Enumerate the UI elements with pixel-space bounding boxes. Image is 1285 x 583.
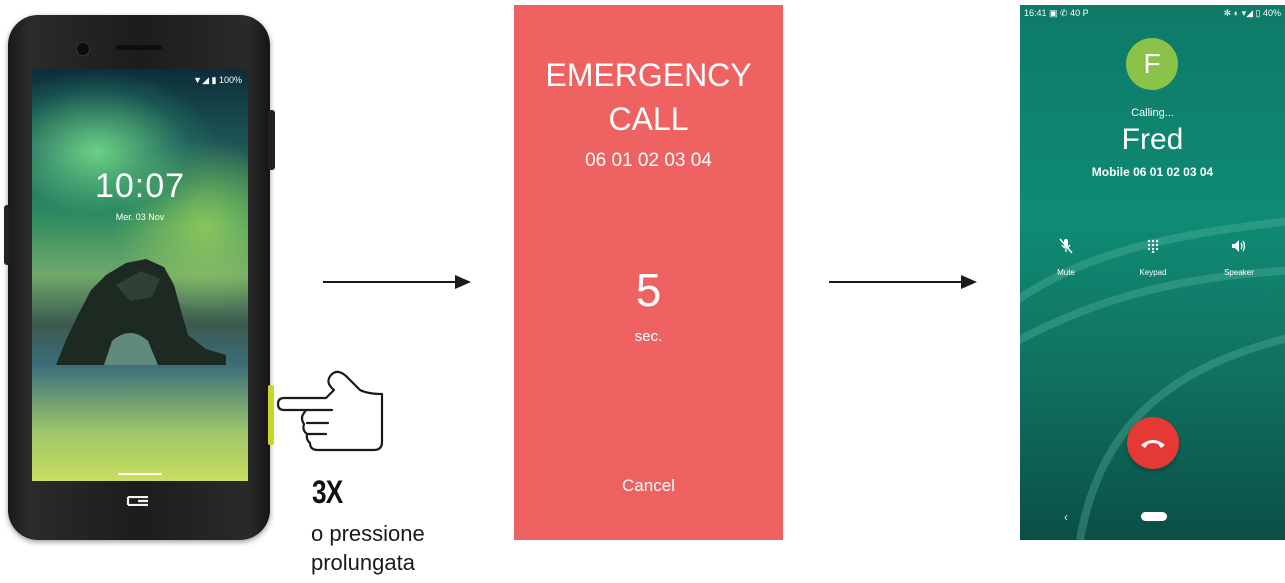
emergency-title-line: CALL (608, 101, 689, 137)
notification-icons: ▣ ✆ 40 P (1049, 8, 1089, 18)
keypad-button[interactable]: Keypad (1118, 237, 1188, 277)
home-gesture-bar[interactable] (118, 473, 162, 475)
emergency-title-line: EMERGENCY (545, 57, 752, 93)
speaker-button[interactable]: Speaker (1204, 237, 1274, 277)
countdown-value: 5 (635, 264, 662, 316)
lock-date: Mer. 03 Nov (115, 212, 165, 222)
rugged-phone: ▼◢ ▮ 100% 10:07 Mer. 03 Nov (4, 15, 275, 540)
lock-clock: 10:07 (94, 167, 186, 205)
emergency-number: 06 01 02 03 04 (585, 150, 712, 171)
contact-avatar: F (1126, 38, 1178, 90)
press-description-line: o pressione (311, 521, 425, 546)
end-call-button[interactable] (1127, 417, 1179, 469)
countdown-unit: sec. (634, 328, 663, 345)
speaker-icon (1204, 237, 1274, 255)
cancel-button[interactable]: Cancel (622, 476, 675, 495)
lock-screen: ▼◢ ▮ 100% 10:07 Mer. 03 Nov (32, 69, 248, 481)
mic-off-icon (1031, 237, 1101, 255)
status-bar: ▼◢ ▮ 100% (193, 75, 242, 86)
avatar-letter: F (1143, 48, 1161, 79)
emergency-call-screen: EMERGENCY CALL 06 01 02 03 04 5 sec. Can… (514, 5, 783, 540)
keypad-label: Keypad (1139, 268, 1167, 277)
status-time: 16:41 (1024, 8, 1047, 18)
rock-arch-image (56, 259, 226, 365)
front-camera-icon (76, 42, 90, 56)
earpiece-speaker (116, 45, 162, 50)
status-bar: 16:41 ▣ ✆ 40 P ✻ ◐ ▾◢ ▯ 40% (1024, 8, 1281, 19)
home-nav-button[interactable] (1141, 512, 1167, 521)
mute-label: Mute (1057, 268, 1075, 277)
speaker-label: Speaker (1224, 268, 1254, 277)
sos-programmable-key[interactable] (268, 385, 274, 445)
back-nav-button[interactable]: ‹ (1064, 510, 1068, 524)
signal-icon: ▼◢ ▮ (193, 75, 217, 85)
volume-key (4, 205, 10, 265)
mute-button[interactable]: Mute (1031, 237, 1101, 277)
press-description: o pressione prolungata (311, 519, 511, 577)
battery-level: 100% (218, 75, 242, 85)
keypad-icon (1118, 237, 1188, 255)
press-description-line: prolungata (311, 550, 415, 575)
arrow-right-icon (323, 275, 471, 289)
pointing-hand-icon (276, 370, 384, 452)
emergency-title: EMERGENCY CALL (514, 53, 783, 141)
hang-up-icon (1141, 440, 1165, 448)
wallpaper-curves (1020, 217, 1285, 540)
call-status: Calling... (1131, 107, 1174, 119)
brand-logo-icon (126, 496, 148, 506)
contact-number: Mobile 06 01 02 03 04 (1091, 165, 1214, 179)
arrow-right-icon (829, 275, 977, 289)
contact-name: Fred (1121, 123, 1184, 156)
calling-screen: 16:41 ▣ ✆ 40 P ✻ ◐ ▾◢ ▯ 40% F Calling...… (1020, 5, 1285, 540)
status-indicators: ✻ ◐ ▾◢ ▯ 40% (1223, 8, 1281, 18)
power-key (268, 110, 275, 170)
press-count: 3X (312, 474, 343, 510)
